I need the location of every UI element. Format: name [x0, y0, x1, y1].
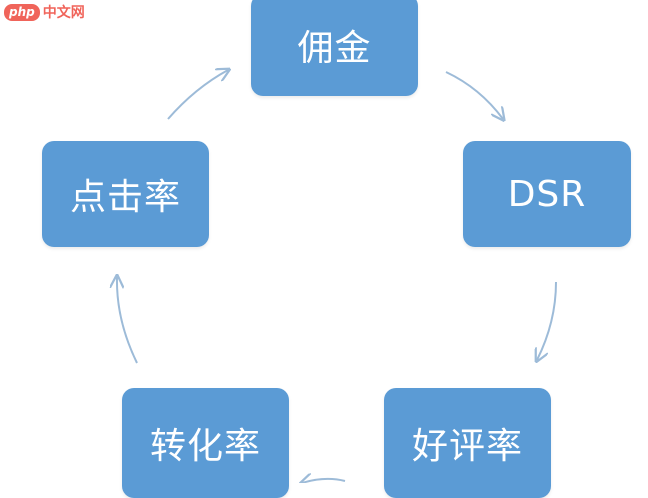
node-ctr-label: 点击率	[69, 177, 181, 218]
watermark-text: 中文网	[42, 5, 85, 21]
node-conversion-label: 转化率	[149, 426, 261, 467]
arrow-dsr-to-rating	[537, 281, 557, 360]
node-ctr: 点击率	[42, 141, 209, 247]
cycle-arrows	[0, 0, 557, 483]
arrow-ctr-to-commission	[167, 70, 228, 120]
node-dsr-label: DSR	[507, 173, 587, 215]
node-rating: 好评率	[384, 388, 551, 498]
arrow-rating-to-conversion	[302, 479, 346, 483]
node-commission-label: 佣金	[297, 28, 372, 69]
node-conversion: 转化率	[122, 388, 289, 498]
node-commission: 佣金	[251, 0, 418, 96]
watermark-badge: php	[4, 3, 40, 21]
node-dsr: DSR	[463, 141, 631, 247]
arrow-conversion-to-ctr	[117, 277, 138, 364]
arrow-commission-to-dsr	[445, 71, 503, 119]
watermark-logo: php 中文网	[4, 2, 85, 22]
node-rating-label: 好评率	[411, 426, 523, 467]
